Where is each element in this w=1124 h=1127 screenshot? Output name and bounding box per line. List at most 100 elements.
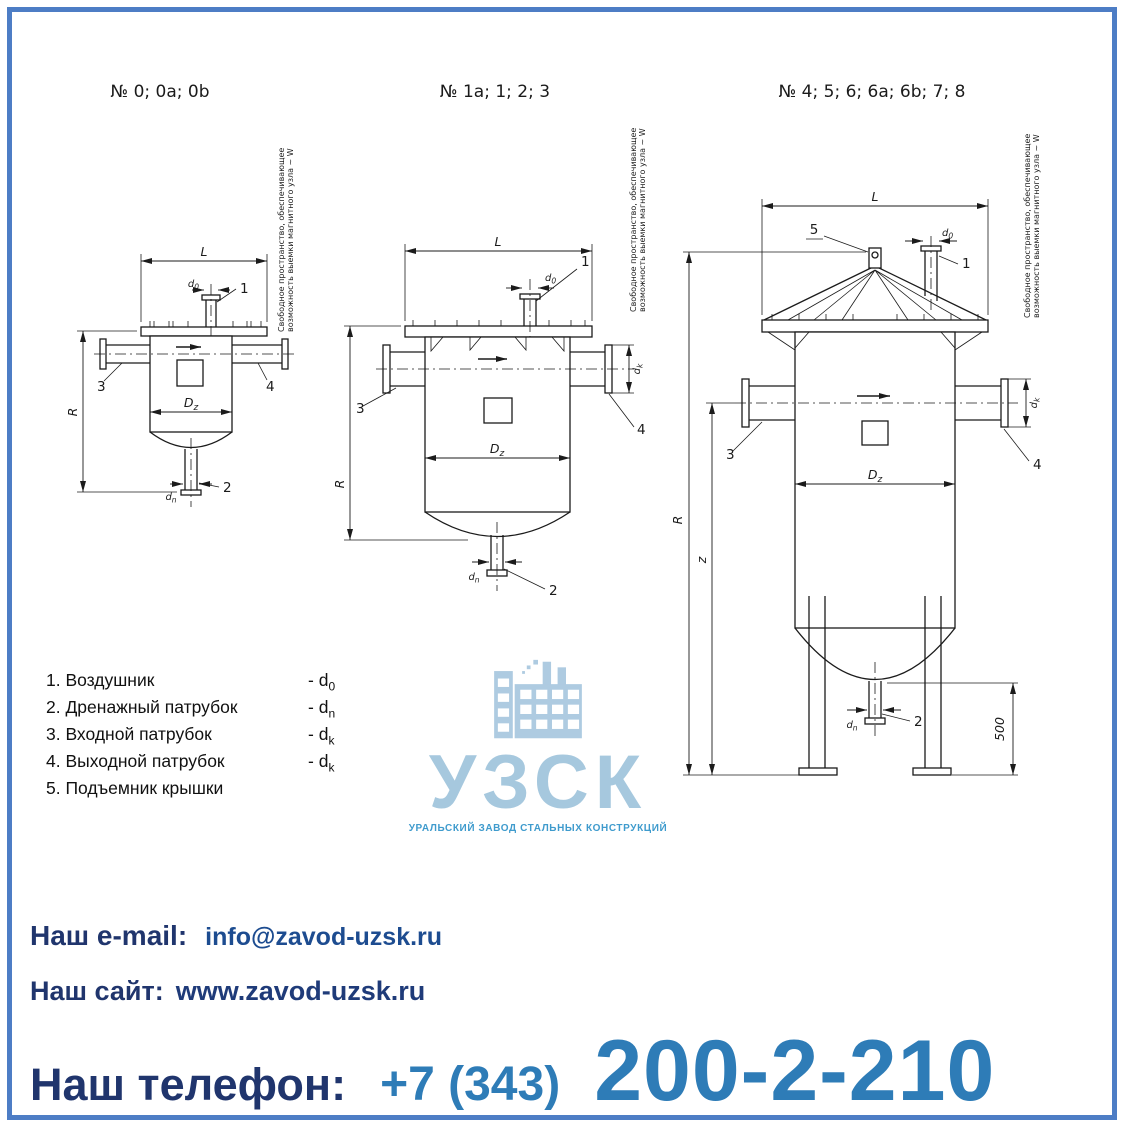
legend-label: 5. Подъемник крышки — [46, 778, 224, 798]
svg-text:dk: dk — [1029, 397, 1042, 408]
d0-dim-label: d0 — [188, 279, 199, 292]
callout-2: 2 — [223, 480, 232, 496]
callout-4: 4 — [266, 379, 275, 395]
d0-dim-label-c: d0 — [942, 228, 953, 241]
callout-1: 1 — [240, 281, 249, 297]
legend: 1. Воздушник - d0 2. Дренажный патрубок … — [46, 670, 386, 805]
svg-text:500: 500 — [992, 717, 1007, 741]
email-label: Наш e-mail: — [30, 920, 188, 951]
legend-label: 3. Входной патрубок — [46, 724, 212, 744]
callout-3: 3 — [726, 447, 735, 463]
email-row: Наш e-mail: info@zavod-uzsk.ru — [30, 920, 442, 952]
callout-2: 2 — [549, 583, 558, 599]
conical-cover: 5 — [761, 222, 989, 333]
vessel-body-c — [794, 331, 956, 629]
phone-code: +7 (343) — [380, 1058, 561, 1111]
factory-icon — [494, 659, 582, 739]
drawing-c-title: № 4; 5; 6; 6a; 6b; 7; 8 — [779, 82, 966, 102]
vent-nozzle-c: d0 1 — [905, 228, 971, 312]
svg-text:Dz: Dz — [184, 395, 199, 413]
svg-text:L: L — [495, 234, 502, 249]
drawing-filter-medium: № 1a; 1; 2; 3 L d0 1 — [332, 82, 647, 599]
svg-text:Dz: Dz — [868, 467, 883, 485]
uzsk-acronym: УЗСК — [428, 740, 648, 825]
site-row: Наш сайт: www.zavod-uzsk.ru — [30, 976, 425, 1007]
flange-bolts-b — [412, 320, 586, 326]
dim-R-c: R — [670, 251, 866, 776]
legend-item: 2. Дренажный патрубок - dn — [46, 697, 386, 724]
dim-500: 500 — [887, 682, 1018, 776]
vent-nozzle-a: d0 1 — [188, 279, 249, 344]
callout-4: 4 — [637, 422, 646, 438]
support-legs — [798, 596, 952, 776]
drawing-filter-small: № 0; 0a; 0b L d0 1 — [65, 82, 295, 507]
legend-item: 1. Воздушник - d0 — [46, 670, 386, 697]
legend-item: 5. Подъемник крышки — [46, 778, 386, 805]
callout-4: 4 — [1033, 457, 1042, 473]
gussets-c — [767, 331, 983, 351]
svg-text:Dz: Dz — [490, 441, 505, 459]
technical-drawings: № 0; 0a; 0b L d0 1 — [65, 82, 1042, 776]
legend-item: 3. Входной патрубок - dk — [46, 724, 386, 751]
dim-L-c: L — [761, 189, 989, 315]
legend-item: 4. Выходной патрубок - dk — [46, 751, 386, 778]
flange-bolts — [149, 321, 262, 327]
d0-dim-label-b: d0 — [545, 273, 556, 286]
legend-label: 1. Воздушник — [46, 670, 155, 690]
dim-L-a: L — [140, 244, 268, 322]
vessel-body-a — [149, 335, 233, 433]
dn-dim-label-c: dn — [846, 720, 857, 733]
sight-glass-b — [483, 397, 513, 424]
callout-3: 3 — [97, 379, 106, 395]
dim-R-a: R — [65, 330, 177, 493]
callout-3: 3 — [356, 401, 365, 417]
inlet-outlet-pipes-a: 3 4 — [94, 338, 294, 395]
phone-number: 200-2-210 — [594, 1023, 996, 1119]
free-space-note-c: Свободное пространство, обеспечивающее в… — [1023, 131, 1041, 318]
svg-text:z: z — [694, 556, 709, 564]
svg-text:dk: dk — [632, 363, 645, 374]
free-space-note-b: Свободное пространство, обеспечивающее в… — [629, 125, 647, 312]
dim-dk-b: dk — [612, 344, 645, 394]
gussets-b — [430, 336, 565, 353]
svg-text:R: R — [670, 516, 685, 525]
dim-Dz-a: Dz — [150, 395, 232, 415]
svg-text:L: L — [201, 244, 208, 259]
legend-dim: - dk — [308, 751, 335, 775]
uzsk-caption: УРАЛЬСКИЙ ЗАВОД СТАЛЬНЫХ КОНСТРУКЦИЙ — [408, 823, 668, 835]
phone-row: Наш телефон: +7 (343) 200-2-210 — [30, 1028, 995, 1114]
elliptical-bottom — [794, 627, 956, 681]
dn-dim-label: dn — [165, 492, 176, 505]
inlet-outlet-nozzles-c: 3 4 — [726, 378, 1042, 473]
legend-dim: - dn — [308, 697, 336, 721]
drain-nozzle-a: dn 2 — [165, 438, 232, 507]
site-value[interactable]: www.zavod-uzsk.ru — [175, 976, 426, 1006]
dim-Dz-c: Dz — [795, 467, 955, 487]
drawing-b-title: № 1a; 1; 2; 3 — [440, 82, 550, 102]
vent-nozzle-b: d0 1 — [506, 254, 590, 350]
drawing-filter-large: № 4; 5; 6; 6a; 6b; 7; 8 L 5 — [670, 82, 1042, 776]
callout-1: 1 — [962, 256, 971, 272]
callout-1: 1 — [581, 254, 590, 270]
dim-L-b: L — [404, 234, 593, 321]
dn-dim-label-b: dn — [468, 572, 479, 585]
svg-text:R: R — [65, 408, 80, 417]
email-value[interactable]: info@zavod-uzsk.ru — [205, 923, 443, 951]
dished-bottom-b — [424, 511, 571, 538]
drain-nozzle-b: dn 2 — [468, 522, 558, 599]
drawing-a-title: № 0; 0a; 0b — [110, 82, 209, 102]
site-label: Наш сайт: — [30, 976, 164, 1006]
dim-R-b: R — [332, 325, 468, 541]
inlet-outlet-nozzles-b: 3 4 — [356, 344, 646, 438]
dim-z: z — [694, 402, 735, 775]
legend-label: 4. Выходной патрубок — [46, 751, 225, 771]
vessel-body-b — [424, 336, 571, 513]
top-flange-plate — [140, 326, 268, 337]
callout-5: 5 — [810, 222, 819, 238]
svg-text:R: R — [332, 480, 347, 489]
svg-text:L: L — [872, 189, 879, 204]
free-space-note-a: Свободное пространство, обеспечивающее в… — [277, 145, 295, 332]
dim-Dz-b: Dz — [425, 441, 570, 461]
phone-label: Наш телефон: — [30, 1059, 347, 1110]
dim-dk-c: dk — [1008, 378, 1042, 428]
